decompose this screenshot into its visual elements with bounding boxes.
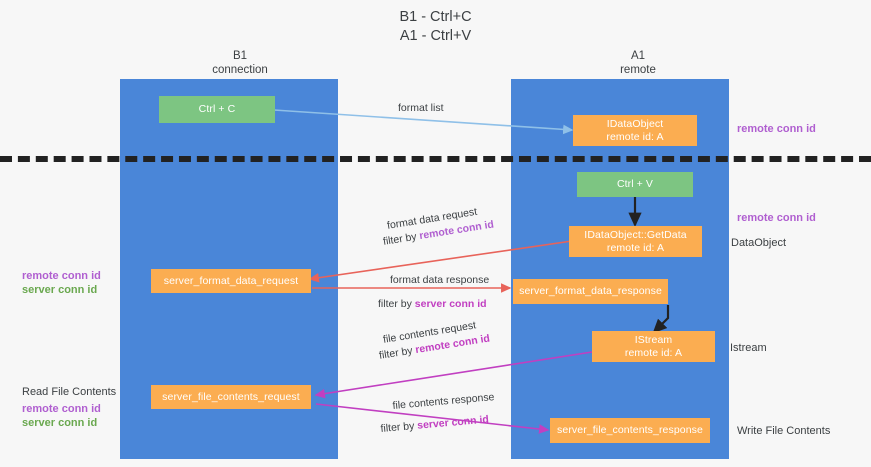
title-line-2: A1 - Ctrl+V (399, 28, 472, 44)
column-header-a1-name: A1 (630, 50, 646, 62)
left-label-server-conn-id-mid: server conn id (22, 284, 98, 296)
edge-label-format-data-response-filter: filter by server conn id (378, 297, 487, 311)
column-header-b1-name: B1 (232, 50, 248, 62)
right-label-remote-conn-id-top: remote conn id (737, 123, 816, 135)
filter-value-server-conn-id-1: server conn id (414, 298, 487, 310)
node-idataobject-getdata-line1: IDataObject::GetData (584, 228, 687, 241)
node-ctrl-c-label: Ctrl + C (198, 103, 236, 115)
node-idataobject-top-line2: remote id: A (606, 130, 664, 143)
node-idataobject-getdata-line2: remote id: A (606, 241, 665, 254)
phase-separator (0, 156, 871, 162)
column-header-a1-sub: remote (620, 64, 656, 76)
node-server-format-data-response[interactable]: server_format_data_response (513, 279, 668, 304)
filter-value-server-conn-id-2: server conn id (416, 413, 490, 432)
filter-prefix-4: filter by (380, 419, 418, 435)
left-label-server-conn-id-bottom: server conn id (22, 417, 98, 429)
node-ctrl-c[interactable]: Ctrl + C (159, 96, 275, 123)
node-server-file-contents-response-label: server_file_contents_response (557, 424, 703, 436)
right-label-write-file-contents: Write File Contents (737, 425, 831, 437)
right-label-istream: Istream (730, 342, 767, 354)
node-server-file-contents-request[interactable]: server_file_contents_request (151, 385, 311, 409)
column-header-b1-sub: connection (212, 64, 268, 76)
edge-label-format-data-response: format data response (390, 274, 490, 286)
column-header-a1: A1 remote (538, 49, 738, 77)
node-server-format-data-response-label: server_format_data_response (519, 285, 662, 297)
node-istream-line1: IStream (634, 333, 673, 346)
left-label-remote-conn-id-bottom: remote conn id (22, 403, 101, 415)
node-ctrl-v-label: Ctrl + V (616, 178, 654, 190)
right-label-dataobject: DataObject (731, 237, 787, 249)
title-line-1: B1 - Ctrl+C (399, 9, 472, 25)
right-label-remote-conn-id-mid: remote conn id (737, 212, 816, 224)
left-label-read-file-contents: Read File Contents (22, 386, 117, 398)
left-label-remote-conn-id-mid: remote conn id (22, 270, 101, 282)
node-idataobject-top[interactable]: IDataObject remote id: A (573, 115, 697, 146)
diagram-title: B1 - Ctrl+C A1 - Ctrl+V (0, 8, 871, 46)
node-idataobject-getdata[interactable]: IDataObject::GetData remote id: A (569, 226, 702, 257)
node-server-file-contents-response[interactable]: server_file_contents_response (550, 418, 710, 443)
column-header-b1: B1 connection (140, 49, 340, 77)
node-istream[interactable]: IStream remote id: A (592, 331, 715, 362)
node-idataobject-top-line1: IDataObject (606, 117, 664, 130)
node-server-format-data-request-label: server_format_data_request (163, 274, 299, 287)
filter-prefix-2: filter by (378, 298, 415, 310)
node-istream-line2: remote id: A (624, 346, 683, 359)
node-server-format-data-request[interactable]: server_format_data_request (151, 269, 311, 293)
node-ctrl-v[interactable]: Ctrl + V (577, 172, 693, 197)
edge-label-format-list: format list (398, 102, 444, 114)
node-server-file-contents-request-label: server_file_contents_request (162, 390, 300, 403)
